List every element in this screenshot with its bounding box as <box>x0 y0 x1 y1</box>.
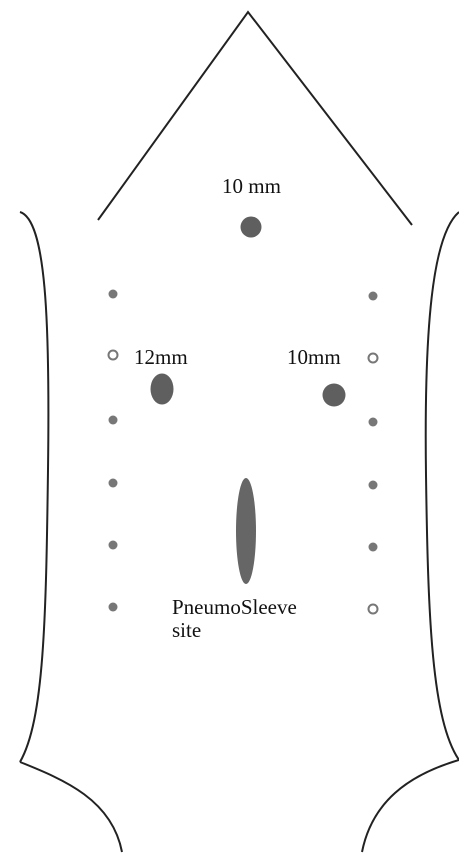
marker-dot <box>109 416 118 425</box>
pneumosleeve-label-line2: site <box>172 619 297 642</box>
port-top-label: 10 mm <box>222 175 281 198</box>
marker-dot <box>369 418 378 427</box>
marker-dot <box>369 292 378 301</box>
marker-dot <box>109 603 118 612</box>
port-right-10mm <box>323 384 346 407</box>
right-flank-outline <box>426 212 459 760</box>
pneumosleeve-label: PneumoSleeve site <box>172 596 297 642</box>
left-marker-column <box>109 290 118 612</box>
marker-dot <box>369 605 378 614</box>
right-marker-column <box>369 292 378 614</box>
left-thigh-outline <box>20 762 122 852</box>
pneumosleeve-incision <box>236 478 256 584</box>
marker-dot <box>369 481 378 490</box>
marker-dot <box>109 290 118 299</box>
marker-dot <box>109 541 118 550</box>
port-left-12mm <box>151 374 174 405</box>
marker-dot <box>369 543 378 552</box>
marker-dot <box>109 351 118 360</box>
right-thigh-outline <box>362 760 459 852</box>
port-left-label: 12mm <box>134 346 188 369</box>
marker-dot <box>369 354 378 363</box>
marker-dot <box>109 479 118 488</box>
port-top-10mm <box>241 217 262 238</box>
left-flank-outline <box>20 212 48 762</box>
pneumosleeve-label-line1: PneumoSleeve <box>172 596 297 619</box>
port-right-label: 10mm <box>287 346 341 369</box>
